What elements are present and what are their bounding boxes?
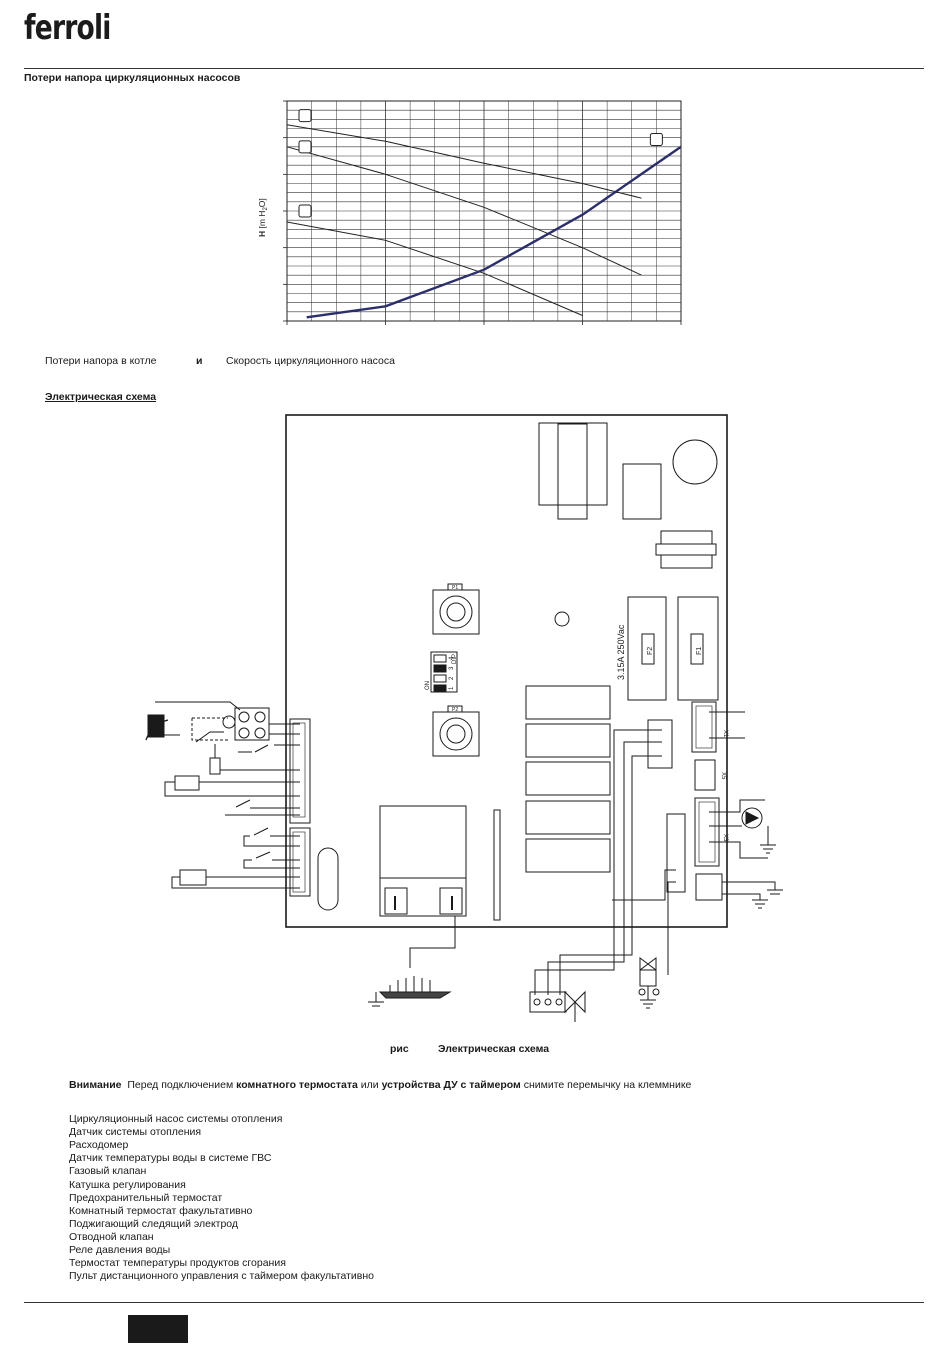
potentiometer-p1 bbox=[432, 583, 480, 635]
left-wiring bbox=[155, 701, 300, 889]
chart-series-line-2 bbox=[286, 146, 642, 276]
fuse-f1 bbox=[677, 596, 719, 701]
gas-valve-icon bbox=[529, 990, 586, 1022]
warning-text-1: Перед подключением bbox=[127, 1079, 234, 1091]
pump-section-title: Потери напора циркуляционных насосов bbox=[24, 72, 241, 84]
legend-list-item: Термостат температуры продуктов сгорания bbox=[69, 1257, 286, 1270]
ground-icon bbox=[760, 826, 776, 854]
legend-list-item: Пульт дистанционного управления с таймер… bbox=[69, 1270, 374, 1283]
buzzer-icon bbox=[672, 439, 718, 485]
chart-y-axis-label: H [m H2O] bbox=[257, 198, 269, 237]
chart-series-line-4 bbox=[306, 145, 682, 319]
chart-markers bbox=[298, 109, 663, 218]
relay-box bbox=[622, 463, 662, 520]
header-rule bbox=[24, 68, 924, 69]
relay-1 bbox=[525, 685, 611, 720]
dip-labels: ON DIP 1 2 3 4 bbox=[425, 654, 458, 690]
warning-note: Внимание Перед подключением комнатного т… bbox=[69, 1079, 691, 1091]
relay-2 bbox=[525, 723, 611, 758]
legend-list-item: Поджигающий следящий электрод bbox=[69, 1217, 239, 1230]
footer-rule bbox=[24, 1302, 924, 1303]
legend-list-item: Реле давления воды bbox=[69, 1244, 171, 1256]
relay-3 bbox=[525, 761, 611, 796]
legend-list-item: Датчик системы отопления bbox=[69, 1126, 202, 1139]
left-connector-top bbox=[289, 718, 311, 824]
fuse-f2 bbox=[627, 596, 667, 701]
dip-switch bbox=[430, 651, 458, 693]
wiring-diagram: 3.15A 250Vac F2 F1 P1 P2 ON DIP 1 2 3 4 bbox=[145, 414, 783, 1022]
brand-logo: ferroli bbox=[24, 8, 111, 48]
x1-label: X1 bbox=[722, 730, 728, 738]
warning-bold-1: комнатного термостата bbox=[236, 1079, 358, 1091]
dip-number-label: 3 bbox=[449, 666, 455, 670]
oval-cutout bbox=[317, 847, 339, 911]
dip-number-label: 1 bbox=[449, 686, 455, 690]
legend-list-item: Катушка регулирования bbox=[69, 1178, 186, 1191]
connector-x1 bbox=[691, 701, 717, 753]
dip-number-label: 2 bbox=[449, 676, 455, 680]
x3-label: X3 bbox=[722, 834, 728, 842]
led-icon bbox=[554, 611, 570, 627]
chart-legend-left: Потери напора в котле bbox=[45, 355, 157, 367]
chart-speed-marker bbox=[298, 109, 312, 123]
legend-list-item: Расходомер bbox=[69, 1139, 129, 1152]
p1-label: P1 bbox=[452, 585, 458, 591]
warning-bold-2: устройства ДУ с таймером bbox=[381, 1079, 521, 1091]
elec-section-title: Электрическая схема bbox=[45, 391, 157, 403]
fuse-label: 3.15A 250Vac bbox=[616, 624, 626, 680]
chart-series-line-3 bbox=[286, 221, 583, 316]
connector-mid bbox=[647, 719, 673, 769]
connector-vertical bbox=[666, 813, 686, 893]
chart-series bbox=[286, 124, 682, 319]
mains-wires bbox=[709, 711, 745, 739]
warning-text-2: или bbox=[360, 1079, 379, 1091]
connector-x5 bbox=[694, 759, 716, 791]
ignition-electrode-icon bbox=[368, 916, 456, 1007]
remote-control-icon bbox=[145, 714, 169, 741]
f1-label: F1 bbox=[696, 647, 703, 655]
f2-label: F2 bbox=[647, 647, 654, 655]
dip-number-label: 4 bbox=[449, 656, 455, 660]
warning-text-3: снимите перемычку на клеммнике bbox=[523, 1079, 692, 1091]
potentiometer-p2 bbox=[432, 705, 480, 757]
chart-legend-and: и bbox=[196, 355, 203, 367]
transformer-icon bbox=[538, 422, 608, 520]
relay-4 bbox=[525, 800, 611, 835]
pump-icon bbox=[741, 807, 763, 829]
legend-list-item: Комнатный термостат факультативно bbox=[69, 1204, 253, 1217]
pressure-switch-icon bbox=[638, 957, 660, 1009]
gas-valve-wiring bbox=[534, 729, 662, 995]
legend-list-item: Датчик температуры воды в системе ГВС bbox=[69, 1152, 272, 1165]
chart-legend-right: Скорость циркуляционного насоса bbox=[226, 355, 395, 367]
chart-speed-marker bbox=[298, 204, 312, 218]
pump-wiring bbox=[709, 799, 768, 859]
connector-x3 bbox=[694, 797, 720, 867]
legend-list-item: Газовый клапан bbox=[69, 1165, 147, 1178]
warning-label: Внимание bbox=[69, 1079, 122, 1091]
control-board bbox=[285, 414, 728, 928]
legend-list-item: Циркуляционный насос системы отопления bbox=[69, 1113, 283, 1125]
legend-list-item: Отводной клапан bbox=[69, 1230, 154, 1243]
flowmeter-connector bbox=[695, 873, 723, 901]
page-number-box bbox=[128, 1315, 188, 1343]
figure-caption-prefix: рис bbox=[390, 1043, 409, 1055]
chart-speed-marker bbox=[649, 133, 663, 146]
chart-speed-marker bbox=[298, 140, 312, 154]
legend-list-item: Предохранительный термостат bbox=[69, 1191, 223, 1204]
board-connector-top bbox=[655, 530, 717, 569]
ignition-module bbox=[379, 805, 467, 917]
left-connector-bottom bbox=[289, 827, 311, 897]
pump-head-chart: H [m H2O] bbox=[257, 100, 682, 325]
slot-bar bbox=[493, 809, 501, 921]
figure-caption-title: Электрическая схема bbox=[438, 1043, 550, 1055]
dip-title-label: DIP bbox=[452, 654, 458, 664]
x5-label: X5 bbox=[720, 772, 726, 780]
chart-series-line-1 bbox=[286, 124, 642, 199]
dip-on-label: ON bbox=[425, 681, 431, 690]
p2-label: P2 bbox=[452, 707, 458, 713]
relay-5 bbox=[525, 838, 611, 873]
